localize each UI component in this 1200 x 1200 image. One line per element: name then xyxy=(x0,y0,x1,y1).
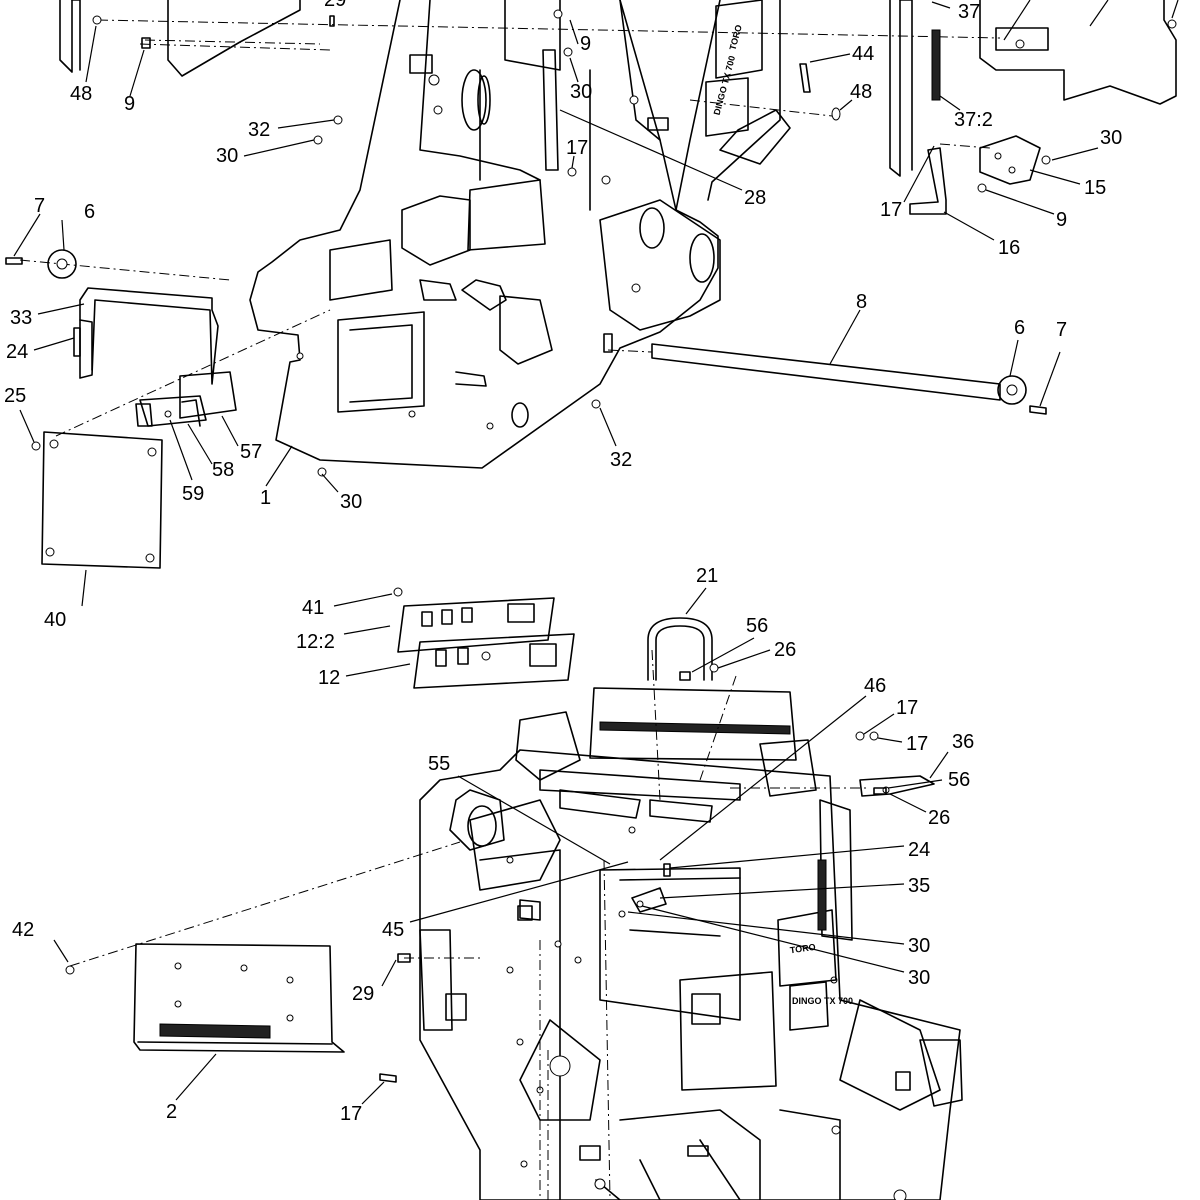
callout-9: 9 xyxy=(124,93,135,115)
callout-28: 28 xyxy=(744,187,766,209)
callout-29: 29 xyxy=(324,0,346,11)
callout-16: 16 xyxy=(998,237,1020,259)
right-foot-plate xyxy=(719,109,791,165)
callout-32: 32 xyxy=(248,119,270,141)
callout-33: 33 xyxy=(10,307,32,329)
leader-lines xyxy=(13,0,1179,1105)
callout-44: 44 xyxy=(852,43,874,65)
upper-frame-assembly: TORO DINGO TX 700 xyxy=(19,0,1177,469)
callout-32: 32 xyxy=(610,449,632,471)
callout-25: 25 xyxy=(4,385,26,407)
callout-30: 30 xyxy=(570,81,592,103)
flange-6-left xyxy=(47,249,77,279)
callout-7: 7 xyxy=(34,195,45,217)
callout-35: 35 xyxy=(908,875,930,897)
callout-6: 6 xyxy=(84,201,95,223)
lower-frame-assembly xyxy=(69,587,963,1200)
flange-6-right xyxy=(997,375,1027,405)
callout-9: 9 xyxy=(580,33,591,55)
callout-58: 58 xyxy=(212,459,234,481)
callout-29: 29 xyxy=(352,983,374,1005)
callout-30: 30 xyxy=(216,145,238,167)
callout-41: 41 xyxy=(302,597,324,619)
callout-21: 21 xyxy=(696,565,718,587)
panel-12 xyxy=(413,633,575,689)
callout-30: 30 xyxy=(1100,127,1122,149)
callout-45: 45 xyxy=(382,919,404,941)
callout-17: 17 xyxy=(896,697,918,719)
callout-55: 55 xyxy=(428,753,450,775)
callout-56: 56 xyxy=(746,615,768,637)
bracket-15 xyxy=(979,135,1041,185)
callout-9: 9 xyxy=(1056,209,1067,231)
bracket-16 xyxy=(909,147,947,215)
callout-30: 30 xyxy=(908,967,930,989)
toro-decal-lower: TORO DINGO TX 700 xyxy=(679,859,853,1091)
cover-plate-40 xyxy=(41,431,163,569)
main-chassis-frame-top xyxy=(249,0,781,469)
callout-46: 46 xyxy=(864,675,886,697)
callout-12: 12 xyxy=(318,667,340,689)
callout-17: 17 xyxy=(880,199,902,221)
handle-21 xyxy=(647,617,713,681)
callout-48: 48 xyxy=(850,81,872,103)
callout-42: 42 xyxy=(12,919,34,941)
toro-decal-upper: TORO DINGO TX 700 xyxy=(705,0,763,137)
lever-36 xyxy=(859,775,935,797)
brand-decal-text-upper: TORO xyxy=(728,24,744,52)
callout-40: 40 xyxy=(44,609,66,631)
callout-59: 59 xyxy=(182,483,204,505)
top-hardware xyxy=(92,9,1177,193)
right-mount-plate xyxy=(979,0,1177,105)
axle-shaft-8 xyxy=(651,343,1001,401)
left-upper-panel xyxy=(167,0,301,77)
top-alignment-line xyxy=(97,19,1001,39)
callout-26: 26 xyxy=(928,807,950,829)
cover-panel-2 xyxy=(133,943,345,1053)
hook-bracket-33 xyxy=(79,287,219,385)
plate-58 xyxy=(139,395,207,427)
left-side-hardware xyxy=(5,249,331,569)
lower-hardware xyxy=(65,663,935,1083)
panel-12-2 xyxy=(397,597,555,653)
callout-6: 6 xyxy=(1014,317,1025,339)
vertical-rod-28 xyxy=(542,49,559,171)
callout-17: 17 xyxy=(340,1103,362,1125)
callout-30: 30 xyxy=(908,935,930,957)
callout-48: 48 xyxy=(70,83,92,105)
callout-1: 1 xyxy=(260,487,271,509)
model-decal-text-lower: DINGO TX 700 xyxy=(792,996,853,1006)
callout-30: 30 xyxy=(340,491,362,513)
callout-24: 24 xyxy=(6,341,28,363)
callout-24: 24 xyxy=(908,839,930,861)
axle-assembly xyxy=(317,333,1047,477)
decal-strip-37-2 xyxy=(931,29,941,101)
callout-labels: 48 9 29 9 30 37 44 48 37:2 32 30 17 28 3… xyxy=(4,0,1122,1125)
callout-17: 17 xyxy=(906,733,928,755)
callout-8: 8 xyxy=(856,291,867,313)
callout-15: 15 xyxy=(1084,177,1106,199)
callout-7: 7 xyxy=(1056,319,1067,341)
bracket-35 xyxy=(631,887,667,913)
callout-2: 2 xyxy=(166,1101,177,1123)
callout-12-2: 12:2 xyxy=(296,631,335,653)
callout-57: 57 xyxy=(240,441,262,463)
callout-26: 26 xyxy=(774,639,796,661)
callout-37: 37 xyxy=(958,1,980,23)
callout-56: 56 xyxy=(948,769,970,791)
vent-slots xyxy=(159,1023,271,1039)
callout-37-2: 37:2 xyxy=(954,109,993,131)
mount-57 xyxy=(179,371,237,419)
right-upright-rail xyxy=(889,0,913,177)
main-chassis-frame-bottom xyxy=(419,749,961,1200)
callout-36: 36 xyxy=(952,731,974,753)
callout-17: 17 xyxy=(566,137,588,159)
left-upright-rail xyxy=(59,0,81,73)
